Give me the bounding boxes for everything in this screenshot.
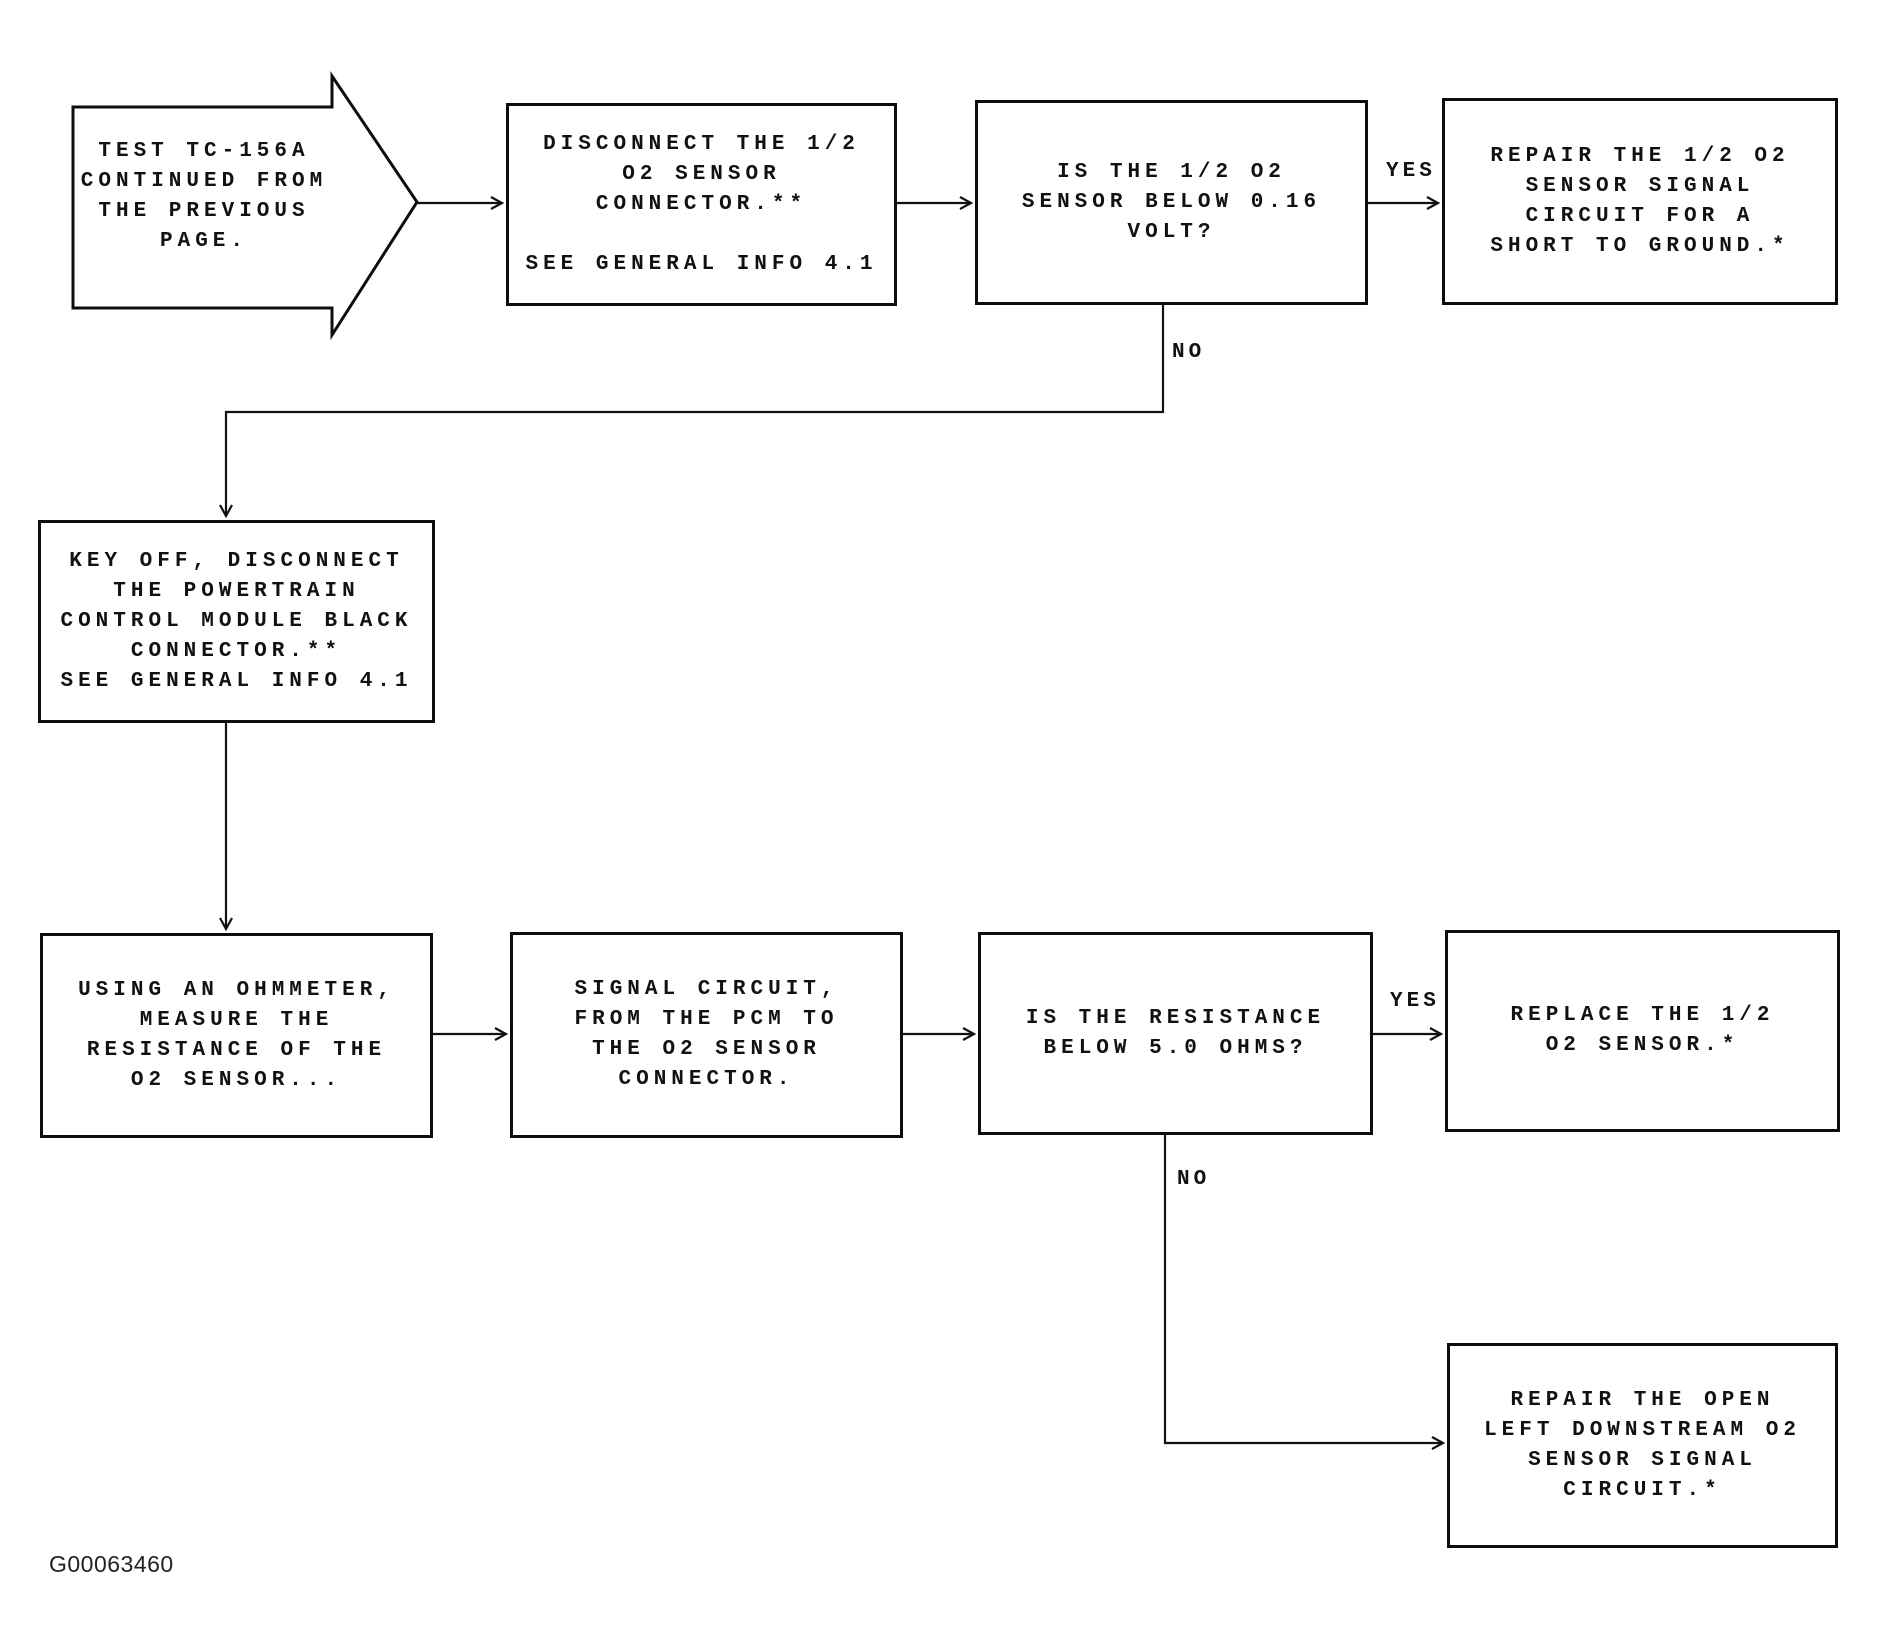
ohmmeter-text: USING AN OHMMETER, MEASURE THE RESISTANC… — [78, 978, 395, 1092]
start-node-text: TEST TC-156A CONTINUED FROM THE PREVIOUS… — [80, 139, 328, 253]
q-resistance-text: IS THE RESISTANCE BELOW 5.0 OHMS? — [1025, 1006, 1326, 1060]
flowchart-node-repair-signal-circuit-short: REPAIR THE 1/2 O2 SENSOR SIGNAL CIRCUIT … — [1442, 98, 1838, 305]
start-arrow-shape — [71, 71, 419, 341]
connector-qvolt-no-to-keyoff — [219, 305, 1165, 519]
q-volt-text: IS THE 1/2 O2 SENSOR BELOW 0.16 VOLT? — [1021, 160, 1322, 244]
key-off-text: KEY OFF, DISCONNECT THE POWERTRAIN CONTR… — [60, 549, 413, 693]
connector-qresistance-no-to-repair-open — [1163, 1135, 1446, 1450]
edge-label-yes-bottom: YES — [1390, 990, 1440, 1013]
flowchart-node-measure-resistance-ohmmeter: USING AN OHMMETER, MEASURE THE RESISTANC… — [40, 933, 433, 1138]
signal-circuit-text: SIGNAL CIRCUIT, FROM THE PCM TO THE O2 S… — [574, 978, 839, 1091]
flowchart-node-key-off-disconnect-pcm: KEY OFF, DISCONNECT THE POWERTRAIN CONTR… — [38, 520, 435, 723]
repair-short-text: REPAIR THE 1/2 O2 SENSOR SIGNAL CIRCUIT … — [1490, 144, 1790, 258]
edge-label-yes-top: YES — [1386, 160, 1436, 183]
flowchart-node-signal-circuit-pcm: SIGNAL CIRCUIT, FROM THE PCM TO THE O2 S… — [510, 932, 903, 1138]
flowchart-node-is-resistance-below-5-ohms: IS THE RESISTANCE BELOW 5.0 OHMS? — [978, 932, 1373, 1135]
flowchart-node-is-sensor-below-016-volt: IS THE 1/2 O2 SENSOR BELOW 0.16 VOLT? — [975, 100, 1368, 305]
flowchart-node-repair-open-downstream: REPAIR THE OPEN LEFT DOWNSTREAM O2 SENSO… — [1447, 1343, 1838, 1548]
flowchart-node-disconnect-o2-connector: DISCONNECT THE 1/2 O2 SENSOR CONNECTOR.*… — [506, 103, 897, 306]
flowchart-node-replace-o2-sensor: REPLACE THE 1/2 O2 SENSOR.* — [1445, 930, 1840, 1132]
edge-label-no-bottom: NO — [1177, 1168, 1211, 1191]
replace-sensor-text: REPLACE THE 1/2 O2 SENSOR.* — [1510, 1004, 1775, 1057]
repair-open-text: REPAIR THE OPEN LEFT DOWNSTREAM O2 SENSO… — [1484, 1388, 1801, 1502]
edge-label-no-top: NO — [1172, 341, 1206, 364]
flowchart-node-start: TEST TC-156A CONTINUED FROM THE PREVIOUS… — [73, 107, 335, 308]
figure-id-label: G00063460 — [49, 1551, 174, 1577]
disconnect-o2-text: DISCONNECT THE 1/2 O2 SENSOR CONNECTOR.*… — [525, 132, 878, 276]
